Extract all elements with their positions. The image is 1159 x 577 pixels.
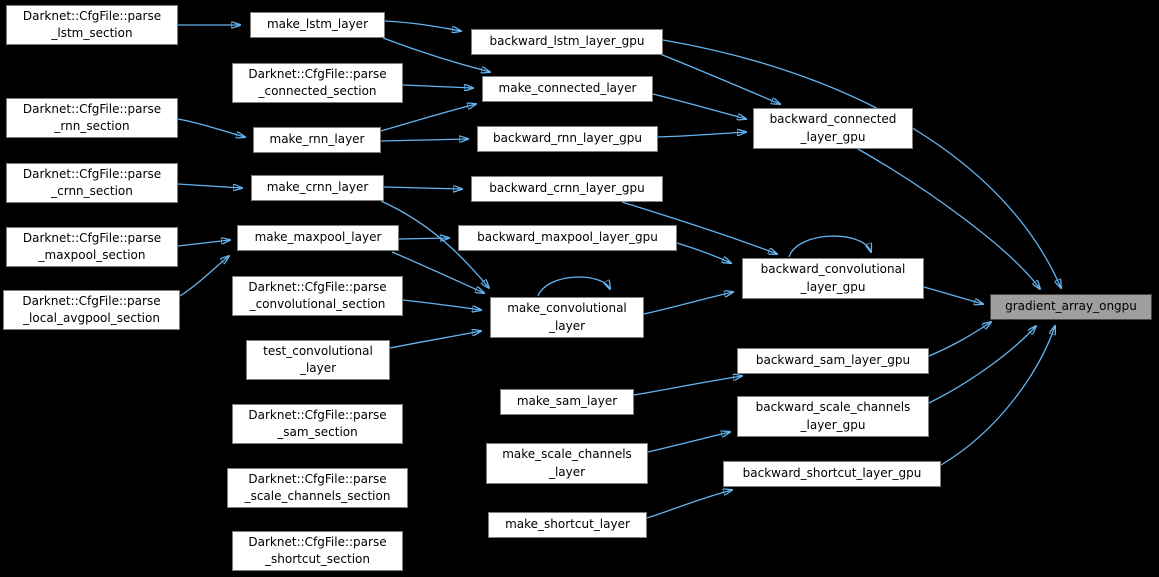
- node-make-crnn-layer[interactable]: make_crnn_layer: [251, 175, 384, 201]
- edge-backward-rnn-to-backward-connected: [657, 132, 746, 138]
- edge-make-scale-to-backward-scale: [647, 432, 730, 453]
- node-parse-connected-section[interactable]: Darknet::CfgFile::parse _connected_secti…: [232, 63, 403, 103]
- edge-backward-connected-to-gradient: [857, 148, 1040, 289]
- node-gradient-array-ongpu[interactable]: gradient_array_ongpu: [990, 294, 1152, 320]
- node-parse-shortcut-section[interactable]: Darknet::CfgFile::parse _shortcut_sectio…: [232, 531, 403, 571]
- node-backward-maxpool-layer-gpu[interactable]: backward_maxpool_layer_gpu: [458, 225, 677, 251]
- node-make-rnn-layer[interactable]: make_rnn_layer: [253, 127, 381, 153]
- node-backward-connected-layer-gpu[interactable]: backward_connected _layer_gpu: [753, 108, 913, 149]
- edge-make-rnn-to-backward-rnn: [380, 139, 468, 141]
- edge-make-rnn-to-make-connected: [380, 104, 476, 132]
- edge-make-conv-self-loop: [537, 276, 610, 297]
- edge-backward-conv-self-loop: [788, 235, 871, 258]
- node-backward-shortcut-layer-gpu[interactable]: backward_shortcut_layer_gpu: [723, 461, 941, 487]
- node-parse-scale-channels-section[interactable]: Darknet::CfgFile::parse _scale_channels_…: [227, 468, 408, 508]
- node-make-connected-layer[interactable]: make_connected_layer: [482, 76, 653, 102]
- node-backward-rnn-layer-gpu[interactable]: backward_rnn_layer_gpu: [477, 126, 658, 152]
- node-make-maxpool-layer[interactable]: make_maxpool_layer: [237, 225, 399, 251]
- node-make-sam-layer[interactable]: make_sam_layer: [500, 389, 634, 415]
- edge-make-connected-to-backward-connected: [652, 93, 746, 119]
- edge-backward-lstm-to-gradient: [662, 39, 1061, 288]
- node-parse-lstm-section[interactable]: Darknet::CfgFile::parse _lstm_section: [6, 5, 178, 45]
- node-parse-crnn-section[interactable]: Darknet::CfgFile::parse _crnn_section: [6, 163, 178, 203]
- edge-make-lstm-to-make-connected: [382, 37, 490, 72]
- edge-make-shortcut-to-backward-shortcut: [646, 490, 732, 519]
- edge-make-maxpool-to-backward-maxpool: [398, 238, 449, 239]
- edge-backward-lstm-to-backward-connected: [659, 53, 780, 104]
- node-test-convolutional-layer[interactable]: test_convolutional _layer: [246, 340, 390, 380]
- edge-make-crnn-to-make-conv: [380, 200, 489, 288]
- edge-test-conv-to-make-conv: [389, 331, 481, 349]
- edge-local-avgpool-to-make-maxpool: [179, 256, 229, 297]
- edge-parse-connected-to-make-connected: [402, 85, 473, 88]
- edge-make-conv-to-backward-conv: [643, 292, 733, 315]
- node-backward-convolutional-layer-gpu[interactable]: backward_convolutional _layer_gpu: [742, 258, 924, 299]
- edge-backward-conv-to-gradient: [923, 286, 983, 304]
- node-make-convolutional-layer[interactable]: make_convolutional _layer: [490, 297, 644, 338]
- node-make-scale-channels-layer[interactable]: make_scale_channels _layer: [486, 443, 648, 484]
- node-parse-local-avgpool-section[interactable]: Darknet::CfgFile::parse _local_avgpool_s…: [3, 290, 180, 330]
- edge-parse-maxpool-to-make-maxpool: [177, 240, 230, 247]
- node-parse-sam-section[interactable]: Darknet::CfgFile::parse _sam_section: [232, 404, 403, 444]
- edge-make-crnn-to-backward-crnn: [383, 187, 462, 189]
- node-parse-maxpool-section[interactable]: Darknet::CfgFile::parse _maxpool_section: [6, 227, 178, 267]
- edge-backward-shortcut-to-gradient: [940, 326, 1055, 466]
- edge-parse-conv-to-make-conv: [402, 299, 481, 310]
- node-backward-sam-layer-gpu[interactable]: backward_sam_layer_gpu: [737, 348, 929, 374]
- node-make-shortcut-layer[interactable]: make_shortcut_layer: [488, 512, 647, 538]
- node-parse-convolutional-section[interactable]: Darknet::CfgFile::parse _convolutional_s…: [232, 276, 403, 316]
- edge-make-maxpool-to-make-conv: [391, 251, 484, 293]
- edge-parse-crnn-to-make-crnn: [177, 183, 242, 188]
- edge-make-lstm-to-backward-lstm: [384, 20, 461, 31]
- edge-make-sam-to-backward-sam: [633, 376, 742, 396]
- edge-backward-scale-to-gradient: [928, 326, 1036, 404]
- node-make-lstm-layer[interactable]: make_lstm_layer: [250, 12, 385, 38]
- node-backward-crnn-layer-gpu[interactable]: backward_crnn_layer_gpu: [471, 176, 663, 202]
- node-parse-rnn-section[interactable]: Darknet::CfgFile::parse _rnn_section: [6, 98, 178, 138]
- edge-backward-crnn-to-backward-conv: [621, 201, 777, 254]
- edge-parse-rnn-to-make-rnn: [177, 118, 245, 137]
- node-backward-lstm-layer-gpu[interactable]: backward_lstm_layer_gpu: [471, 29, 663, 55]
- edge-backward-maxpool-to-backward-conv: [676, 242, 731, 263]
- edge-backward-sam-to-gradient: [928, 322, 991, 357]
- node-backward-scale-channels-layer-gpu[interactable]: backward_scale_channels _layer_gpu: [737, 396, 929, 437]
